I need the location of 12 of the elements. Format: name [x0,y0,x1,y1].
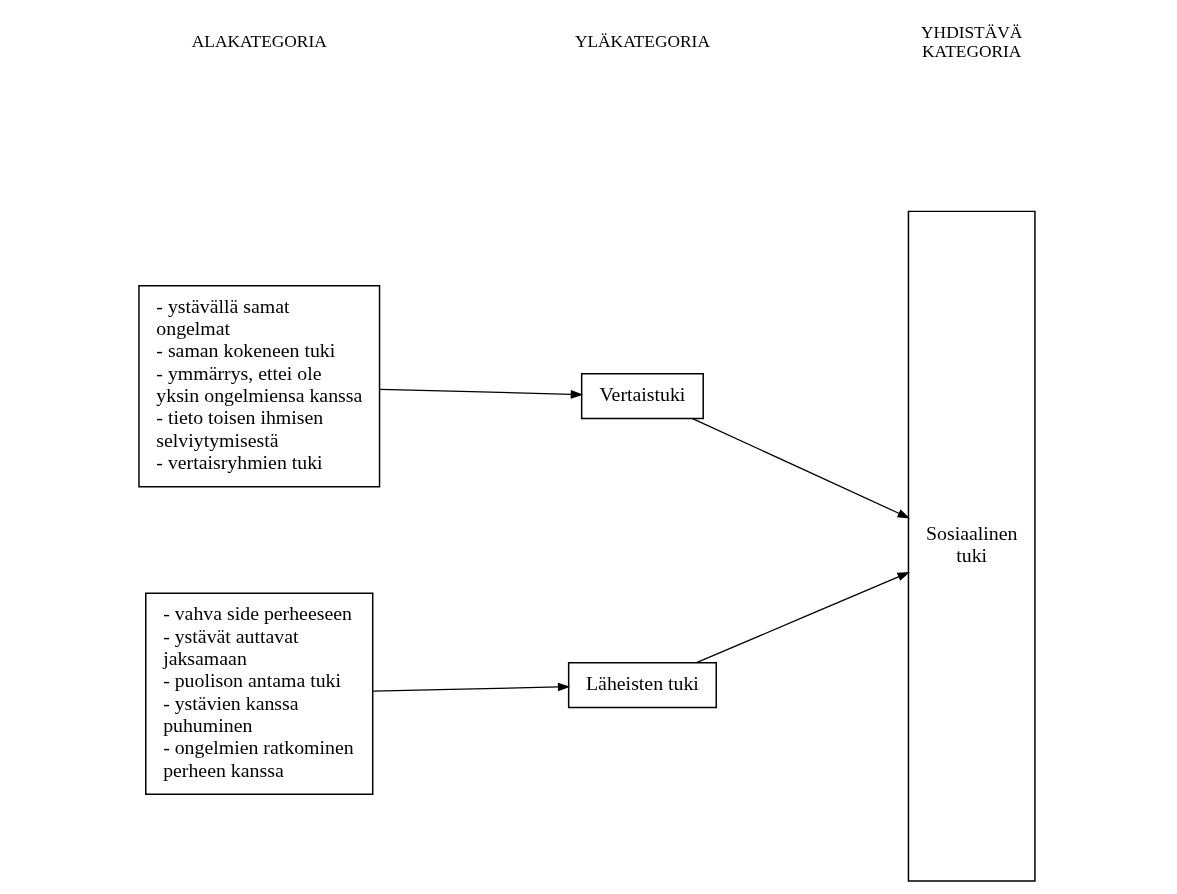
arrow [692,418,911,519]
label: ALAKATEGORIA [191,32,327,52]
arrow [695,571,910,664]
node-box: Sosiaalinen tuki [907,210,1036,882]
arrow [379,388,584,399]
label: YHDISTÄVÄ KATEGORIA [921,23,1023,61]
node-box: Läheisten tuki [567,662,717,709]
arrow [372,682,571,692]
label: YLÄKATEGORIA [574,32,710,52]
node-box: - vahva side perheeseen - ystävät auttavat jaksamaan - puolison antama tuki - ystävien kanssa puhuminen - ongelmien ratkominen perheen kanssa [145,592,374,795]
node-box: - ystävällä samat ongelmat - saman kokeneen tuki - ymmärrys, ettei ole yksin ongelmiensa kanssa - tieto toisen ihmisen selviytymisestä - vertaisryhmien tuki [138,285,381,488]
node-box: Vertaistuki [580,373,704,420]
